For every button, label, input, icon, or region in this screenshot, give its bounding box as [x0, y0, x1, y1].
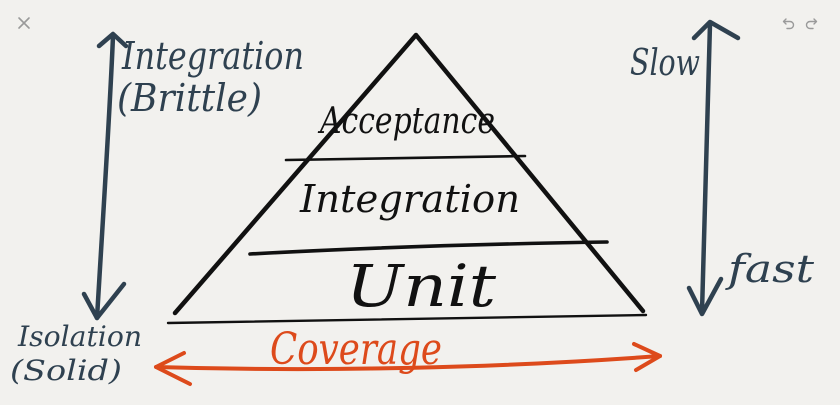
- pyramid-layer-integration: Integration: [299, 177, 520, 221]
- bottom-axis-label: Coverage: [270, 324, 442, 375]
- close-icon: [17, 16, 31, 30]
- pyramid-divider-top: [284, 154, 527, 162]
- close-button[interactable]: [13, 12, 35, 34]
- left-top-label-line2: (Brittle): [117, 76, 262, 120]
- pyramid-layer-acceptance: Acceptance: [318, 101, 495, 142]
- right-axis-arrow: [686, 19, 741, 317]
- redo-button[interactable]: [800, 12, 822, 34]
- bottom-axis-arrow: [154, 342, 662, 386]
- left-bottom-label-line2: (Solid): [10, 354, 122, 387]
- right-bottom-label: fast: [724, 247, 814, 291]
- pyramid-base-line: [166, 313, 648, 325]
- pyramid-layer-unit: Unit: [346, 252, 497, 320]
- left-top-label-line1: Integration: [121, 34, 304, 78]
- redo-icon: [804, 16, 818, 30]
- pyramid: [166, 32, 648, 325]
- undo-icon: [782, 16, 796, 30]
- left-bottom-label-line1: Isolation: [17, 320, 142, 353]
- left-axis-arrow: [81, 31, 129, 321]
- undo-button[interactable]: [778, 12, 800, 34]
- pyramid-divider-middle: [248, 240, 609, 256]
- right-top-label: Slow: [630, 43, 700, 84]
